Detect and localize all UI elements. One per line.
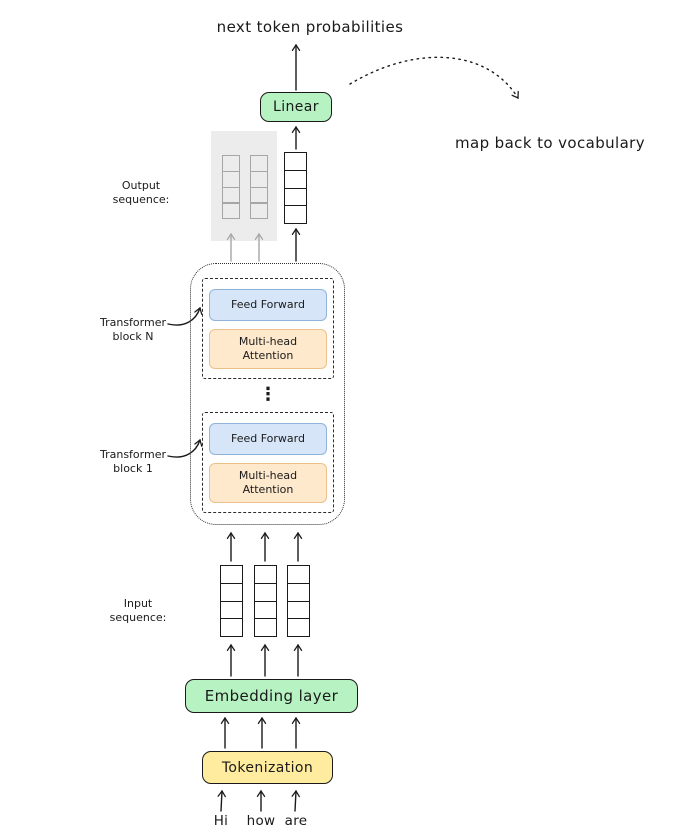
vector-cell xyxy=(222,170,240,188)
vector-cell xyxy=(220,582,243,602)
multi-head-attention-box-n: Multi-head Attention xyxy=(209,329,327,369)
linear-box: Linear xyxy=(260,92,332,122)
embedding-layer-box: Embedding layer xyxy=(185,679,358,713)
transformer-block-1-label: Transformer block 1 xyxy=(99,448,166,476)
input-token-hi: Hi xyxy=(213,813,229,829)
input-sequence-label: Input sequence: xyxy=(109,597,167,625)
next-token-probabilities-label: next token probabilities xyxy=(216,18,404,36)
transformer-block-n-label: Transformer block N xyxy=(99,316,166,344)
output-vector-current xyxy=(284,152,307,225)
map-back-to-vocabulary-label: map back to vocabulary xyxy=(454,134,646,152)
vector-cell xyxy=(284,169,307,189)
vector-cell xyxy=(222,202,240,220)
tokenization-box: Tokenization xyxy=(202,751,333,784)
vector-cell xyxy=(284,152,307,171)
vector-cell xyxy=(250,170,268,188)
input-vector-1 xyxy=(220,565,243,638)
input-token-how: how xyxy=(246,813,276,829)
transformer-block-n xyxy=(202,278,334,379)
transformer-stack-container xyxy=(190,263,345,525)
arrow-transformer-block-n-pointer xyxy=(167,306,203,326)
input-vector-2 xyxy=(254,565,277,638)
vector-cell xyxy=(284,187,307,207)
arrow-token-3-to-tokenization xyxy=(291,789,300,812)
vector-cell xyxy=(254,618,277,638)
vector-cell xyxy=(222,186,240,204)
arrow-token-1-to-tokenization xyxy=(217,789,226,812)
output-vector-faded-2 xyxy=(250,155,268,220)
vector-cell xyxy=(284,205,307,225)
input-token-are: are xyxy=(284,813,308,829)
vector-cell xyxy=(220,618,243,638)
vector-cell xyxy=(220,600,243,620)
vector-cell xyxy=(222,155,240,172)
vector-cell xyxy=(220,565,243,584)
vector-cell xyxy=(250,202,268,220)
vector-cell xyxy=(287,565,310,584)
vector-cell xyxy=(250,186,268,204)
multi-head-attention-box-1: Multi-head Attention xyxy=(209,463,327,503)
vector-cell xyxy=(250,155,268,172)
stack-ellipsis: ⋮ xyxy=(259,384,277,405)
vector-cell xyxy=(287,618,310,638)
vector-cell xyxy=(287,582,310,602)
vector-cell xyxy=(254,600,277,620)
output-vector-faded-1 xyxy=(222,155,240,220)
feed-forward-box-n: Feed Forward xyxy=(209,289,327,321)
arrow-transformer-block-1-pointer xyxy=(167,438,203,458)
feed-forward-box-1: Feed Forward xyxy=(209,423,327,455)
vector-cell xyxy=(254,565,277,584)
input-vector-3 xyxy=(287,565,310,638)
arrow-map-back-to-vocabulary xyxy=(349,56,519,99)
vector-cell xyxy=(287,600,310,620)
transformer-block-1 xyxy=(202,412,334,513)
output-sequence-label: Output sequence: xyxy=(112,179,170,207)
vector-cell xyxy=(254,582,277,602)
